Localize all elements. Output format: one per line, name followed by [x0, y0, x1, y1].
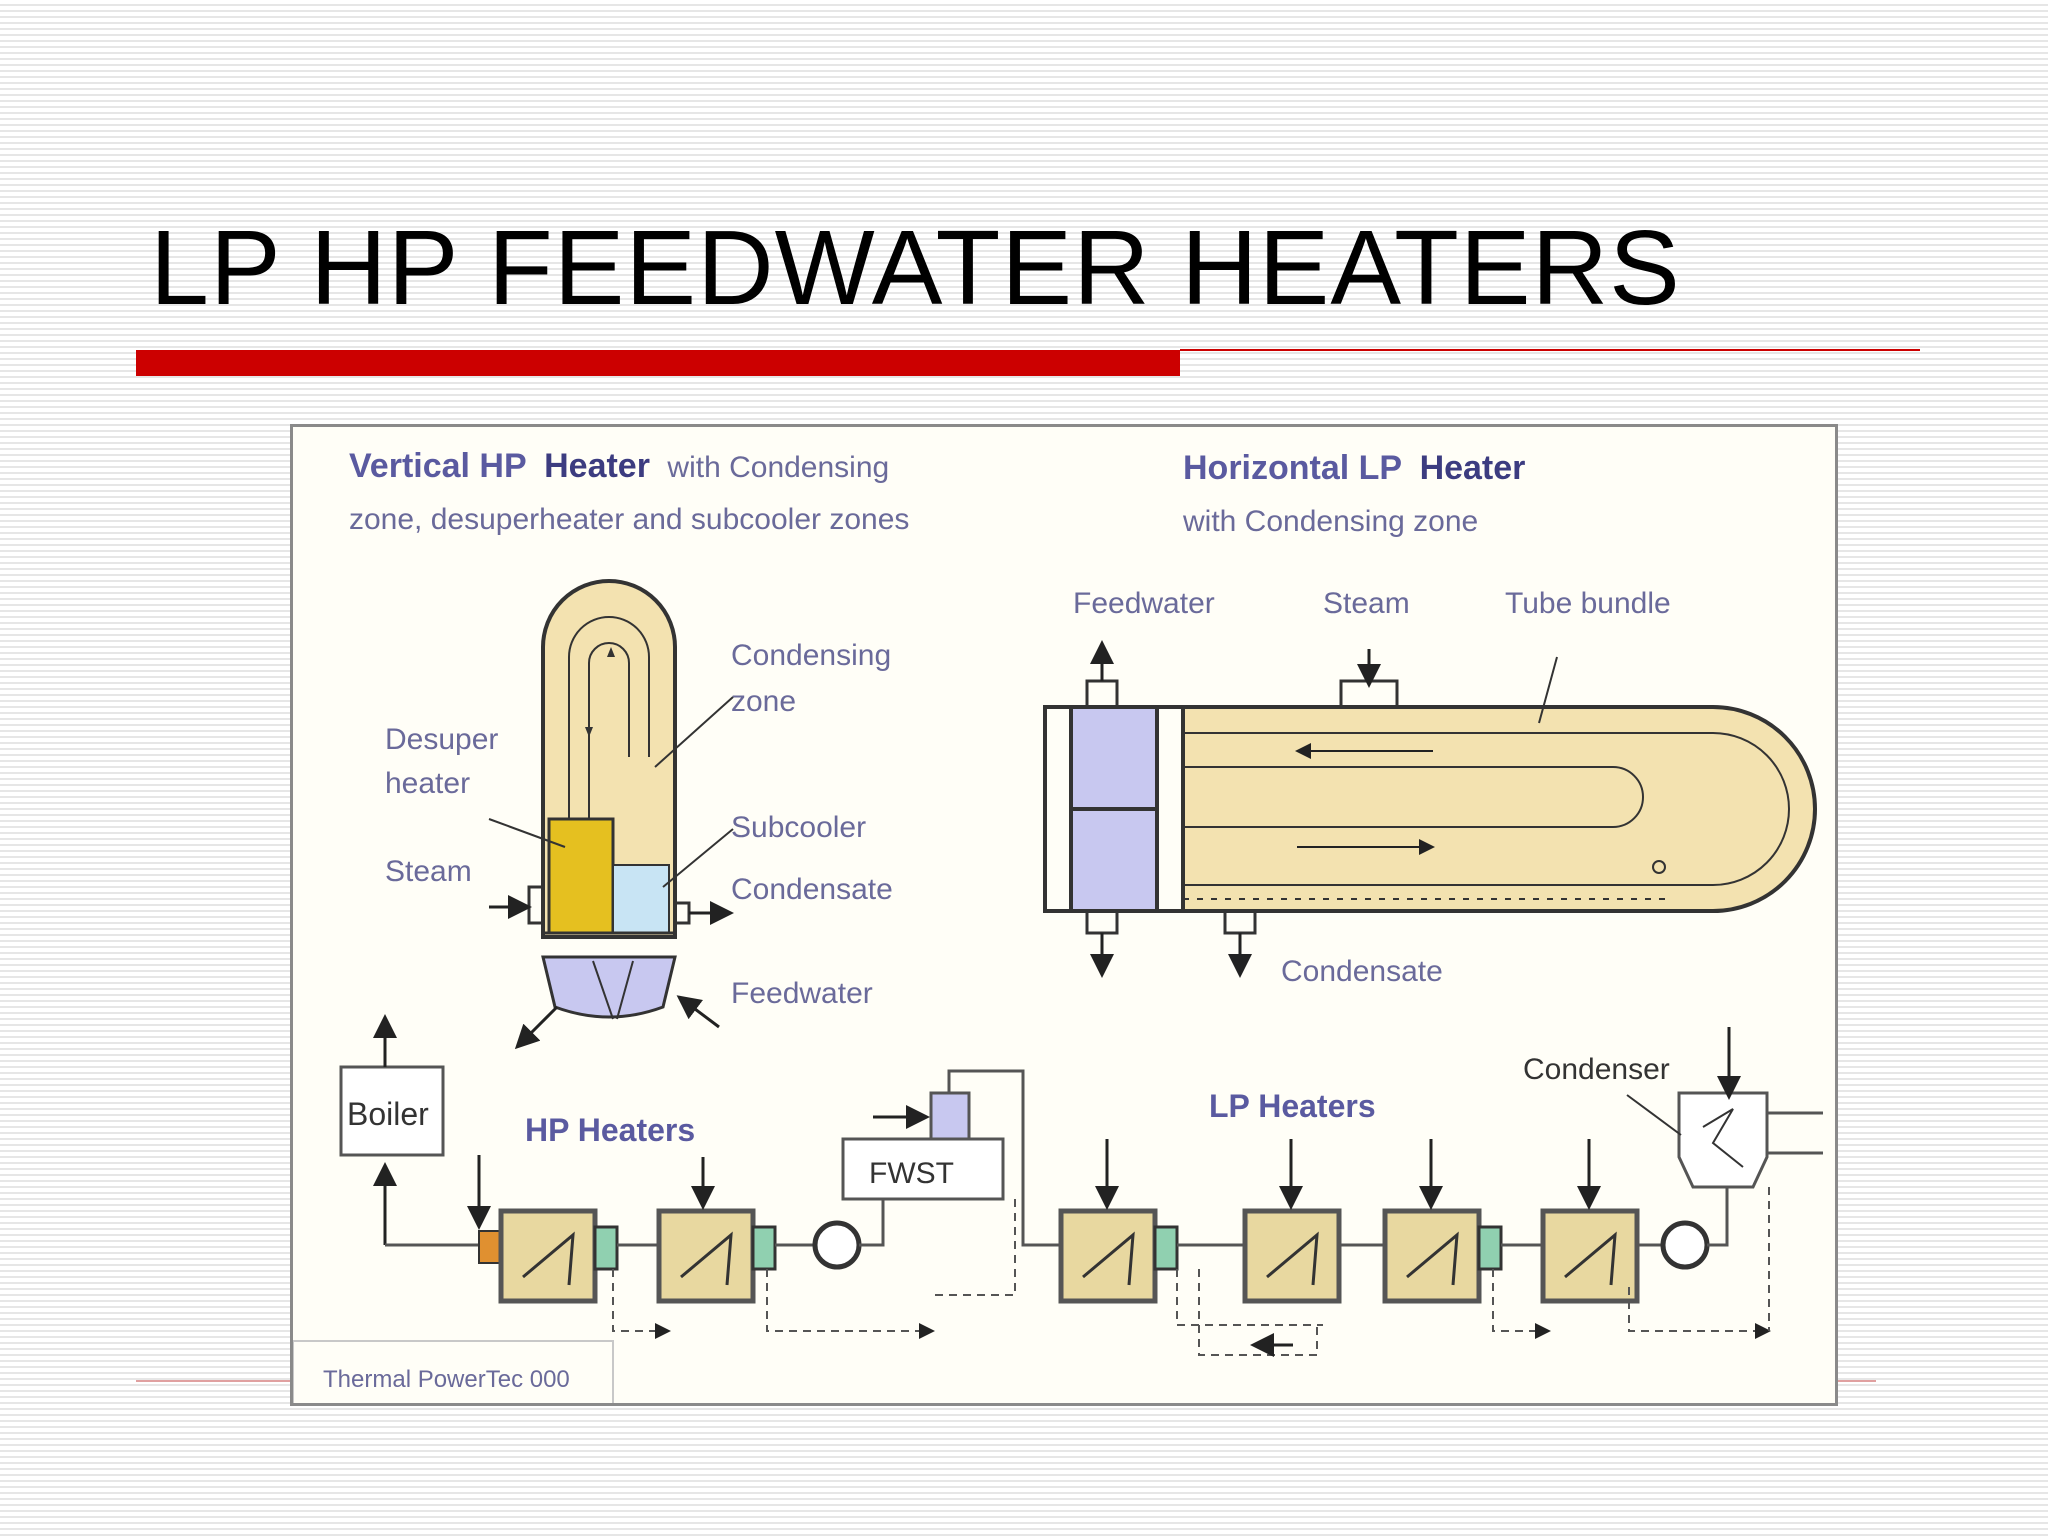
hlp-feedwater-label: Feedwater [1073, 587, 1215, 620]
condensate-outlet-nozzle [673, 901, 691, 925]
steam-label: Steam [385, 855, 472, 888]
deaerator [929, 1091, 971, 1141]
hp-feed-pump [812, 1220, 862, 1270]
vertical-heater-waterbox [541, 955, 677, 1019]
hlp-steam-label: Steam [1323, 587, 1410, 620]
condensing-zone-label-2: zone [731, 685, 796, 718]
credit-box [293, 1340, 614, 1403]
vertical-heater-subtitle: zone, desuperheater and subcooler zones [349, 503, 909, 536]
hp-heaters-label: HP Heaters [525, 1112, 695, 1148]
subcooler-zone [612, 864, 670, 934]
condenser-leader [1626, 1094, 1682, 1136]
horizontal-heater-title: Horizontal LP Heater [1183, 449, 1525, 487]
horizontal-heater-shell [1181, 705, 1817, 913]
boiler-label: Boiler [347, 1096, 429, 1132]
condensing-zone-leader [654, 696, 734, 768]
feedwater-label: Feedwater [731, 977, 873, 1010]
heater-diagram-figure: Vertical HP Heater with Condensing zone,… [290, 424, 1838, 1406]
boiler-box [339, 1065, 445, 1157]
slide-title: LP HP FEEDWATER HEATERS [150, 209, 1681, 327]
title-underline-thin [1180, 349, 1920, 351]
hlp-condensate-label: Condensate [1281, 955, 1443, 988]
condensate-pump [1660, 1220, 1710, 1270]
feedwater-in-arrow [676, 995, 720, 1029]
tube-bundle-leader [1538, 656, 1558, 724]
lp-heaters-label: LP Heaters [1209, 1088, 1376, 1124]
fwst-tank [841, 1137, 1005, 1201]
hlp-tube-bundle-label: Tube bundle [1505, 587, 1671, 620]
title-underline-thick [136, 350, 1180, 376]
condenser-shell [1677, 1091, 1769, 1189]
feedwater-out-arrow [514, 1005, 559, 1050]
condensate-label: Condensate [731, 873, 893, 906]
vertical-heater-title: Vertical HP Heater with Condensing [349, 447, 889, 485]
desuperheater-label-1: Desuper [385, 723, 498, 756]
footer-rule-left [136, 1380, 290, 1382]
horizontal-heater-subtitle: with Condensing zone [1182, 505, 1478, 538]
desuperheater-zone [547, 817, 615, 935]
condenser-label: Condenser [1523, 1053, 1670, 1086]
steam-inlet-nozzle [527, 885, 545, 925]
desuperheater-label-2: heater [385, 767, 470, 800]
credit-label: Thermal PowerTec 000 [323, 1366, 570, 1393]
subcooler-leader [662, 828, 734, 888]
fwst-label: FWST [869, 1157, 954, 1190]
heater-diagram-svg: Vertical HP Heater with Condensing zone,… [293, 447, 1823, 1403]
desuperheater-leader [488, 818, 566, 848]
subcooler-label: Subcooler [731, 811, 866, 844]
footer-rule-right [1838, 1380, 1876, 1382]
condensing-zone-label-1: Condensing [731, 639, 891, 672]
hp-heater-2 [656, 1208, 756, 1304]
